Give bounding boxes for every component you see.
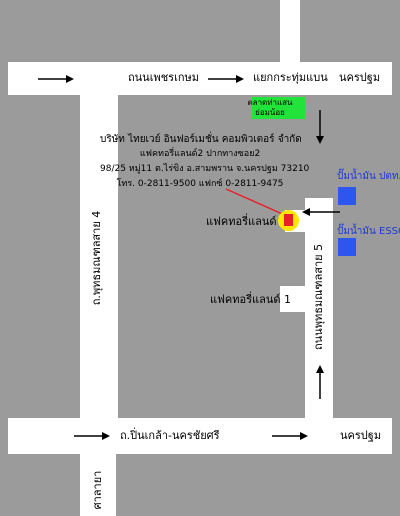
- bottom-right-destination: นครปฐม: [340, 429, 382, 442]
- market-label: ตลาดท่าแสน ย่อมน้อย: [247, 98, 293, 117]
- soi-factory-1: [280, 286, 305, 312]
- factory-1-label: แฟคทอรี่แลนด์ 1: [210, 293, 291, 306]
- road-left-vertical: [80, 95, 118, 418]
- market-block: [252, 97, 305, 119]
- arrow-down-icon: [316, 110, 324, 144]
- top-right-destination: นครปฐม: [339, 71, 381, 84]
- ptt-station-label: ปั๊มน้ำมัน ปตท.: [337, 171, 400, 182]
- company-name: บริษัท ไทยเวย์ อินฟอร์เมชั่น คอมพิวเตอร์…: [100, 134, 302, 145]
- arrow-left-icon: [302, 208, 340, 216]
- road-right-upper: [280, 0, 300, 62]
- road-bottom-left: [80, 454, 116, 516]
- arrow-right-icon: [74, 432, 110, 440]
- company-location: แฟคทอรี่แลนด์2 ปากทางซอย2: [139, 149, 261, 159]
- arrow-right-icon: [272, 432, 308, 440]
- road-right-vertical: [305, 198, 333, 418]
- bottom-road-label: ถ.ปิ่นเกล้า-นครชัยศรี: [120, 429, 220, 442]
- company-address: 98/25 หมู่11 ต.ไร่ขิง อ.สามพราน จ.นครปฐม…: [100, 164, 310, 174]
- arrow-right-icon: [208, 75, 244, 83]
- arrow-up-icon: [316, 365, 324, 399]
- factory-2-label: แฟคทอรี่แลนด์ 2: [206, 215, 287, 228]
- location-marker: [284, 214, 293, 226]
- company-phone: โทร. 0-2811-9500 แฟกซ์ 0-2811-9475: [116, 179, 284, 189]
- arrow-right-icon: [38, 75, 74, 83]
- ptt-station-icon: [338, 187, 356, 205]
- esso-station-label: ปั๊มน้ำมัน ESSO: [337, 226, 400, 237]
- top-junction-label: แยกกระทุ่มแบน: [253, 71, 328, 84]
- top-road-label: ถนนเพชรเกษม: [128, 71, 200, 84]
- esso-station-icon: [338, 238, 356, 256]
- road-bottom: [8, 418, 392, 454]
